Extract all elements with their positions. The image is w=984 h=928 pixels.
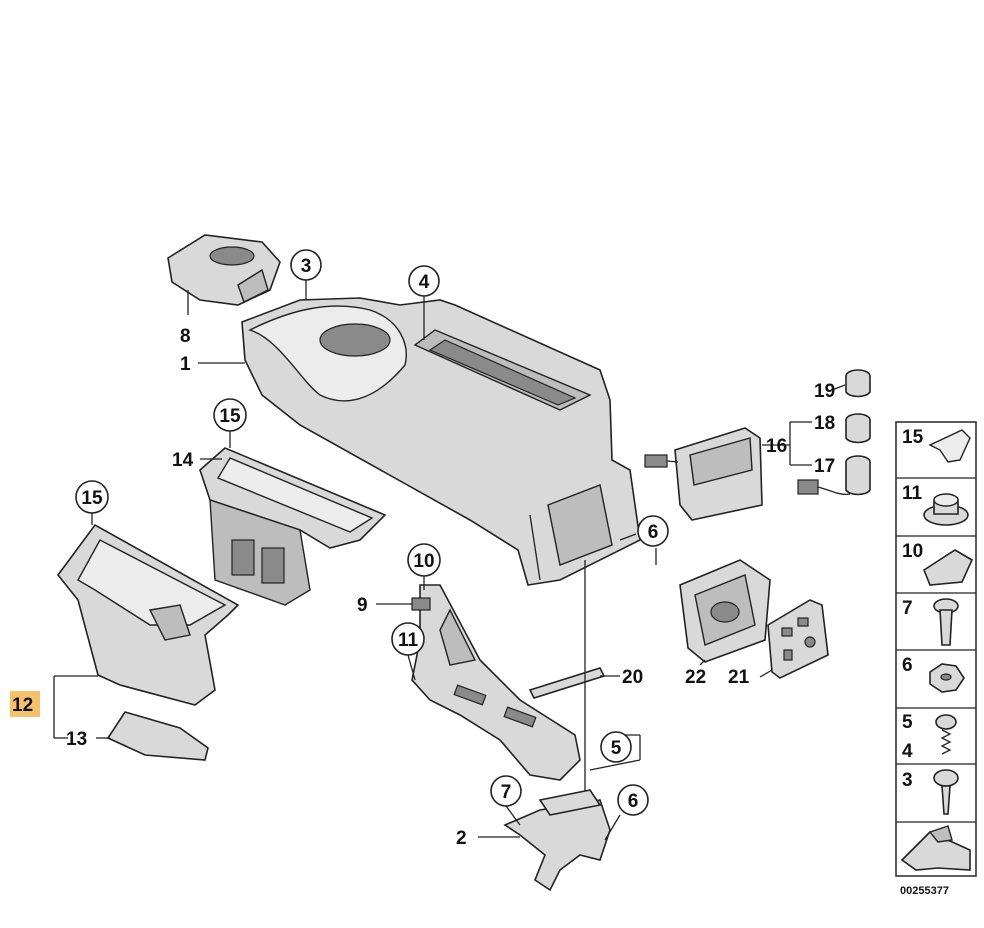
leader-lines xyxy=(53,278,846,841)
bracket-assembly xyxy=(411,560,611,892)
label-17: 17 xyxy=(814,456,835,477)
part-12-storage-box xyxy=(56,523,240,706)
label-16: 16 xyxy=(766,436,787,457)
label-22: 22 xyxy=(685,667,706,688)
svg-text:6: 6 xyxy=(648,522,659,543)
label-18: 18 xyxy=(814,413,835,434)
fastener-label-7: 7 xyxy=(902,598,913,619)
svg-text:5: 5 xyxy=(611,738,622,759)
label-20: 20 xyxy=(622,667,643,688)
fastener-label-11: 11 xyxy=(902,483,923,504)
fastener-label-15: 15 xyxy=(902,427,924,448)
callout-7: 7 xyxy=(490,775,522,807)
svg-text:12: 12 xyxy=(12,695,33,716)
label-2: 2 xyxy=(456,828,467,849)
svg-text:4: 4 xyxy=(419,272,430,293)
callout-5: 5 xyxy=(600,731,632,763)
label-21: 21 xyxy=(728,667,750,688)
label-14: 14 xyxy=(172,450,194,471)
fastener-label-5: 5 xyxy=(902,712,913,733)
callout-3: 3 xyxy=(290,249,322,281)
fastener-label-10: 10 xyxy=(902,541,923,562)
callout-6a: 6 xyxy=(637,515,669,547)
label-13: 13 xyxy=(66,729,87,750)
svg-text:15: 15 xyxy=(219,406,241,427)
svg-text:10: 10 xyxy=(413,551,434,572)
fastener-panel: 15 11 10 7 6 5 4 3 xyxy=(895,421,977,877)
svg-text:11: 11 xyxy=(398,630,419,651)
svg-text:3: 3 xyxy=(301,256,312,277)
callout-6b: 6 xyxy=(617,784,649,816)
part-17-socket xyxy=(797,455,871,496)
fastener-label-4: 4 xyxy=(902,741,913,762)
speed-nut-icon xyxy=(923,549,974,586)
label-8: 8 xyxy=(180,326,191,347)
part-19-lighter xyxy=(845,369,871,398)
label-12-highlighted: 12 xyxy=(10,691,40,717)
fastener-label-6: 6 xyxy=(902,655,913,676)
diagram-id: 00255377 xyxy=(900,885,949,897)
callout-11: 11 xyxy=(391,622,425,656)
callout-15b: 15 xyxy=(75,480,109,514)
part-16-ashtray xyxy=(644,427,763,521)
part-1-center-console xyxy=(241,297,641,586)
svg-text:6: 6 xyxy=(628,791,639,812)
part-14-tray xyxy=(199,447,387,606)
clip-icon xyxy=(928,429,971,463)
part-22-rear-vent xyxy=(679,559,771,663)
callout-4: 4 xyxy=(408,265,440,297)
label-9: 9 xyxy=(357,595,368,616)
label-19: 19 xyxy=(814,381,835,402)
callout-15a: 15 xyxy=(213,398,247,432)
label-1: 1 xyxy=(180,354,191,375)
part-18-lighter-insert xyxy=(845,413,871,444)
expansion-rivet-icon xyxy=(935,714,957,730)
screw-icon xyxy=(933,769,959,787)
part-8-cover xyxy=(167,234,281,315)
fastener-label-3: 3 xyxy=(902,770,913,791)
svg-text:7: 7 xyxy=(501,782,512,803)
part-21-switch-panel xyxy=(767,599,829,679)
part-13-mat xyxy=(106,711,209,761)
callout-10: 10 xyxy=(407,543,441,577)
svg-text:15: 15 xyxy=(81,488,103,509)
